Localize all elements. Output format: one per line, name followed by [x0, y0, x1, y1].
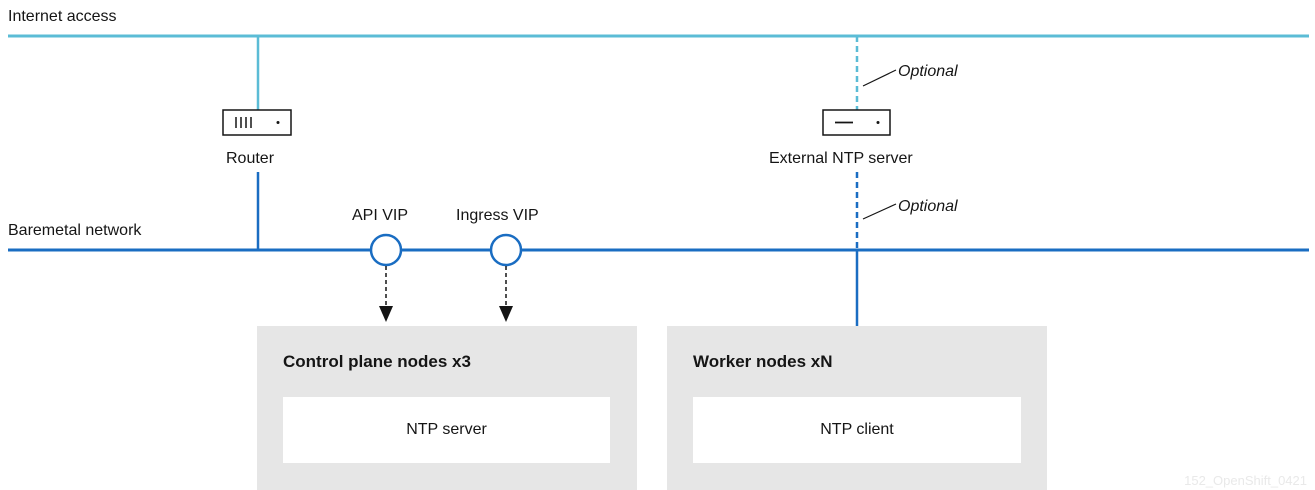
ingress-vip-circle [489, 233, 523, 267]
router-label: Router [226, 150, 275, 167]
control-plane-title: Control plane nodes x3 [283, 352, 471, 371]
ntp-client-label: NTP client [820, 421, 894, 438]
external-ntp-server-label: External NTP server [769, 150, 913, 167]
diagram-id-watermark: 152_OpenShift_0421 [1184, 473, 1307, 488]
api-vip-label: API VIP [352, 207, 409, 224]
api-vip-circle [369, 233, 403, 267]
internet-access-label: Internet access [8, 8, 117, 25]
baremetal-network-label: Baremetal network [8, 222, 142, 239]
worker-nodes-box: Worker nodes xN NTP client [667, 326, 1047, 490]
worker-nodes-title: Worker nodes xN [693, 352, 833, 371]
ingress-vip-label: Ingress VIP [456, 207, 539, 224]
ingress-vip-arrowhead [499, 306, 513, 322]
control-plane-nodes-box: Control plane nodes x3 NTP server [257, 326, 637, 490]
ntp-server-label: NTP server [406, 421, 487, 438]
router-icon [222, 109, 292, 136]
ntp-server-panel: NTP server [283, 397, 610, 463]
ntp-client-panel: NTP client [693, 397, 1021, 463]
optional-label-lower: Optional [898, 198, 958, 215]
optional-leader-lower [862, 203, 897, 220]
server-icon [822, 109, 891, 136]
optional-leader-upper [862, 69, 897, 87]
optional-label-upper: Optional [898, 63, 958, 80]
api-vip-arrowhead [379, 306, 393, 322]
